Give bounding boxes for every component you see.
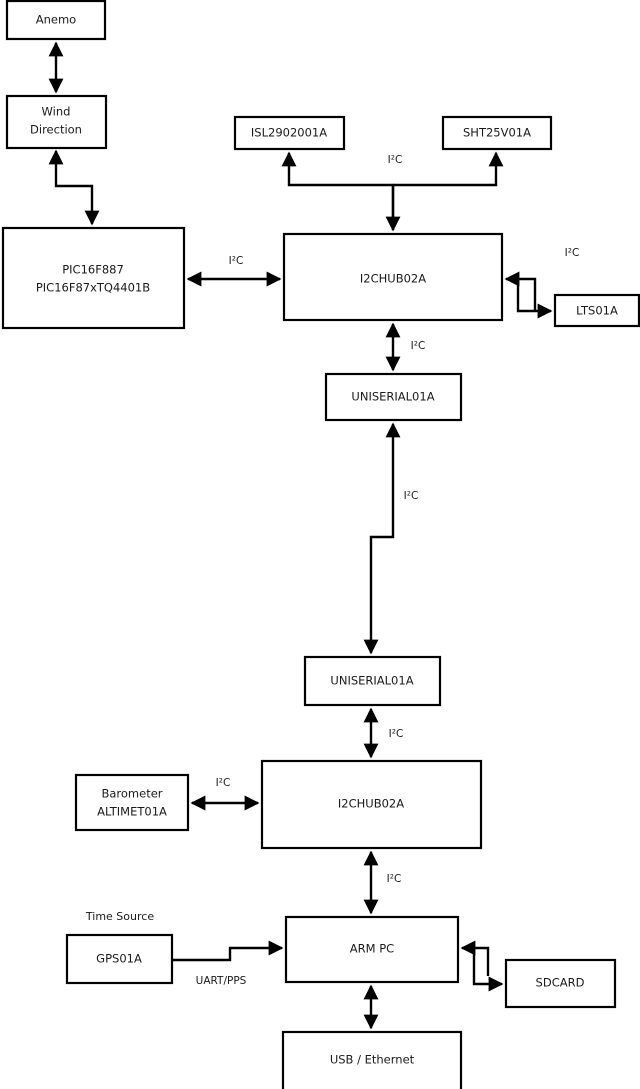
node-gps01a[interactable]: GPS01A	[65, 933, 174, 985]
edge-label-barometer-hubbottom: I²C	[216, 777, 231, 789]
node-i2chub02a-bottom[interactable]: I2CHUB02A	[260, 759, 483, 850]
node-lts01a[interactable]: LTS01A	[553, 293, 640, 328]
node-label-pic-2: PIC16F87xTQ4401B	[36, 281, 150, 295]
node-label-uniserial-top: UNISERIAL01A	[351, 390, 434, 404]
node-label-usb-ethernet: USB / Ethernet	[330, 1053, 415, 1067]
node-sht25v01a[interactable]: SHT25V01A	[441, 115, 553, 151]
node-label-sdcard: SDCARD	[536, 976, 585, 990]
node-arm-pc[interactable]: ARM PC	[284, 915, 460, 984]
link-uniserial-uniserial	[363, 422, 401, 655]
node-uniserial01a-bottom[interactable]: UNISERIAL01A	[303, 655, 442, 707]
node-label-sht: SHT25V01A	[463, 126, 531, 140]
link-hubtop-sensors-bus	[281, 151, 395, 230]
node-label-wind-direction-2: Direction	[30, 123, 82, 137]
node-usb-ethernet[interactable]: USB / Ethernet	[281, 1030, 463, 1089]
edge-label-uniserial-hubbottom: I²C	[389, 728, 404, 740]
node-label-barometer-2: ALTIMET01A	[97, 805, 167, 819]
node-i2chub02a-top[interactable]: I2CHUB02A	[282, 232, 504, 322]
node-isl2902001a[interactable]: ISL2902001A	[233, 115, 346, 151]
edge-label-gps-armpc: UART/PPS	[196, 975, 247, 987]
node-label-uniserial-bottom: UNISERIAL01A	[330, 674, 413, 688]
node-label-anemo: Anemo	[36, 13, 76, 27]
node-label-isl: ISL2902001A	[251, 126, 327, 140]
edge-label-hubbottom-armpc: I²C	[387, 873, 402, 885]
link-armpc-to-sdcard	[464, 946, 504, 992]
link-lts-to-hubtop	[504, 271, 537, 310]
link-wind-pic	[48, 149, 100, 226]
node-anemo[interactable]: Anemo	[5, 0, 107, 41]
node-label-hub-bottom: I2CHUB02A	[338, 797, 404, 811]
node-uniserial01a-top[interactable]: UNISERIAL01A	[324, 372, 463, 422]
link-gps-armpc	[172, 940, 284, 962]
edge-label-pic-hubtop: I²C	[229, 255, 244, 267]
node-label-wind-direction-1: Wind	[42, 105, 71, 119]
link-hubtop-to-lts	[508, 277, 553, 319]
label-time-source: Time Source	[85, 910, 154, 923]
link-hubtop-sht-branch	[393, 151, 504, 187]
node-label-hub-top: I2CHUB02A	[360, 272, 426, 286]
node-wind-direction[interactable]: Wind Direction	[5, 94, 108, 150]
edge-label-hubtop-lts: I²C	[565, 247, 580, 259]
edge-label-hubtop-uniserial: I²C	[411, 340, 426, 352]
edge-label-hubtop-sensors: I²C	[388, 154, 403, 166]
node-label-barometer-1: Barometer	[101, 787, 162, 801]
node-label-pic-1: PIC16F887	[62, 263, 124, 277]
node-barometer[interactable]: Barometer ALTIMET01A	[74, 773, 190, 832]
edge-label-uniserial-uniserial: I²C	[404, 490, 419, 502]
node-label-arm-pc: ARM PC	[350, 942, 394, 956]
node-pic-mcu[interactable]: PIC16F887 PIC16F87xTQ4401B	[1, 226, 186, 330]
node-sdcard[interactable]: SDCARD	[504, 958, 617, 1009]
node-label-lts: LTS01A	[576, 304, 618, 318]
node-label-gps: GPS01A	[96, 952, 142, 966]
